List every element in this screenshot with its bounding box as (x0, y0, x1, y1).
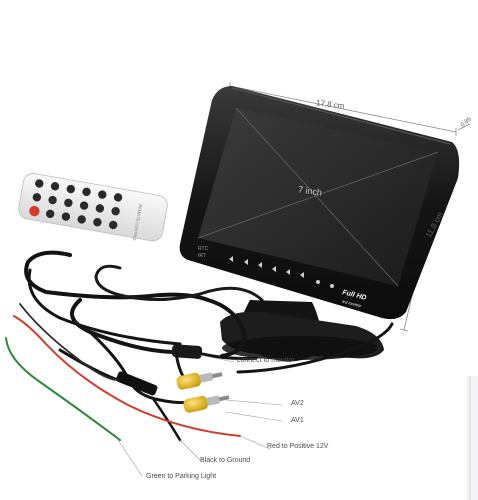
monitor-screen (198, 108, 438, 286)
remote-buttons (32, 179, 123, 230)
black-wire-label: Black to Ground (200, 457, 251, 464)
svg-text:RTC: RTC (198, 246, 209, 252)
av1-label: AV1 (291, 417, 304, 424)
connect-to-monitor-label: connect to monitor (237, 357, 295, 364)
label-leaders (117, 354, 283, 477)
monitor-connector (171, 344, 203, 359)
monitor-control-buttons (229, 256, 334, 288)
fuse-holder (116, 371, 158, 396)
rca-connectors (176, 372, 230, 413)
green-wire-label: Green to Parking Light (146, 473, 217, 480)
av2-label: AV2 (291, 400, 304, 407)
cables (5, 250, 394, 442)
red-wire-label: Red to Positive 12V (267, 443, 329, 450)
svg-text:REMOTE CONTROL: REMOTE CONTROL (132, 204, 144, 243)
monitor: RTC IRT (179, 86, 460, 320)
background-panel (466, 376, 478, 500)
remote-power-button (29, 205, 40, 217)
svg-text:IRT: IRT (198, 253, 206, 259)
remote-control: REMOTE CONTROL (18, 173, 168, 243)
